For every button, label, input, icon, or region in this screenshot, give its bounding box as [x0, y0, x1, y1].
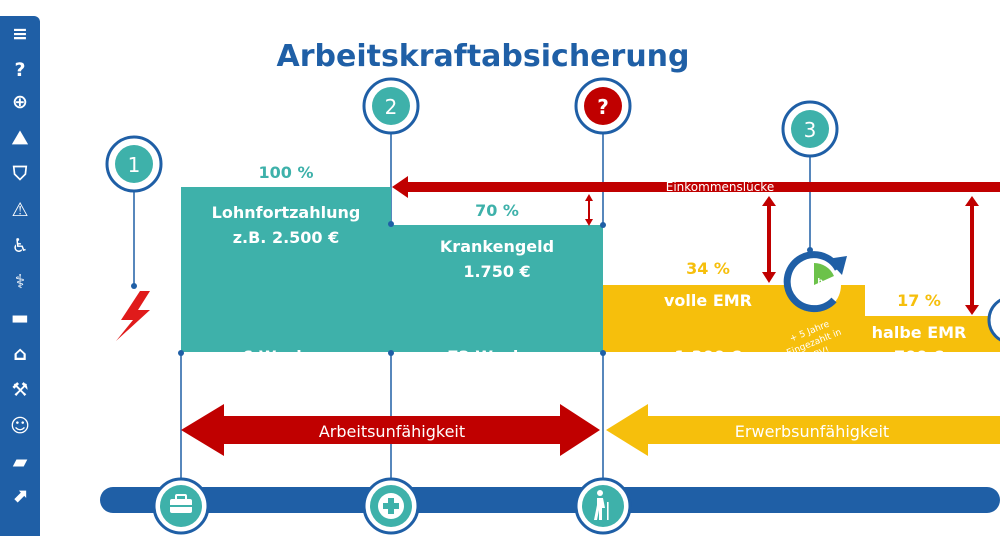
sidebar: ≡ ? ⊕ ⛰ ⛉ ⚠ ♿ ⚕ ▬ ⌂ ⚒ ☺ ▰ ⬈ [0, 16, 40, 536]
volle-percent: 34 % [686, 259, 730, 278]
kranken-amount: 1.750 € [463, 262, 530, 281]
kranken-label: Krankengeld [440, 237, 554, 256]
elderly-milestone[interactable] [574, 477, 632, 535]
connector-dots [131, 221, 813, 356]
marker-2-label: 2 [385, 95, 398, 119]
kranken-percent: 70 % [475, 201, 519, 220]
income-gap-label: Einkommenslücke [666, 180, 774, 194]
health-search-icon[interactable]: ⊕ [12, 91, 28, 113]
lightning-icon [116, 291, 150, 341]
accident-icon[interactable]: ⚠ [11, 199, 29, 221]
folder-search-icon[interactable]: ▰ [12, 451, 28, 473]
krankengeld-block [391, 225, 603, 352]
marker-3-label: 3 [804, 118, 817, 142]
help-icon[interactable]: ? [14, 59, 26, 81]
lohnfortzahlung-block [181, 187, 391, 352]
menu-icon[interactable]: ≡ [12, 23, 28, 45]
marker-3[interactable]: 3 [781, 100, 839, 158]
connector-lines [133, 134, 811, 480]
stethoscope-icon[interactable]: ⚕ [14, 271, 26, 293]
arbeitsunfaehigkeit-arrow [181, 404, 600, 456]
elderly-person-icon [594, 490, 609, 520]
family-icon[interactable]: ☺ [10, 415, 30, 437]
cycle-label: 3 h [809, 277, 823, 286]
climbing-icon[interactable]: ⛰ [12, 127, 28, 149]
chart-icon[interactable]: ⬈ [12, 485, 28, 507]
briefcase-icon [170, 494, 192, 513]
lohn-label: Lohnfortzahlung [212, 203, 361, 222]
page-title: Arbeitskraftabsicherung [276, 39, 689, 74]
halbe-label: halbe EMR [872, 323, 967, 342]
marker-question[interactable]: ? [574, 77, 632, 135]
gap-vertical-arrows [585, 194, 979, 315]
medical-milestone[interactable] [362, 477, 420, 535]
gavel-icon[interactable]: ⚒ [11, 379, 29, 401]
halbe-amount: 700 € [894, 347, 944, 366]
cycle-icon: 3 h [783, 251, 847, 313]
marker-4-partial [987, 298, 1000, 342]
volle-label: volle EMR [664, 291, 752, 310]
house-icon[interactable]: ⌂ [13, 343, 27, 365]
marker-1[interactable]: 1 [105, 135, 163, 193]
medical-cross-icon [378, 493, 404, 519]
volle-amount: 1.300 € [674, 347, 741, 366]
kranken-duration: 72 Wochen [447, 347, 546, 366]
marker-1-label: 1 [128, 153, 141, 177]
lohn-percent: 100 % [259, 163, 314, 182]
halbe-emr-block [848, 316, 1000, 352]
timeline-bar [100, 487, 1000, 513]
erwerbsunfaehigkeit-arrow [606, 404, 1000, 456]
lohn-amount: z.B. 2.500 € [233, 228, 340, 247]
wheelchair-icon[interactable]: ♿ [11, 235, 29, 257]
bed-icon[interactable]: ▬ [11, 307, 29, 329]
erwerbsunfaehigkeit-label: Erwerbsunfähigkeit [735, 422, 889, 441]
halbe-percent: 17 % [897, 291, 941, 310]
arbeitsunfaehigkeit-label: Arbeitsunfähigkeit [319, 422, 465, 441]
marker-question-label: ? [597, 95, 609, 119]
income-gap-arrow [392, 176, 1000, 198]
lohn-duration: 6 Wochen [242, 347, 330, 366]
marker-2[interactable]: 2 [362, 77, 420, 135]
shield-icon[interactable]: ⛉ [12, 163, 28, 185]
briefcase-milestone[interactable] [152, 477, 210, 535]
